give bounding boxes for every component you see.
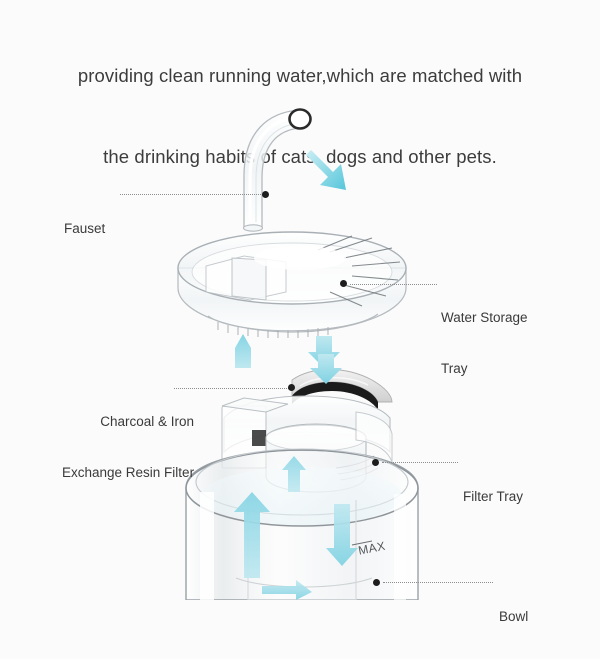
fountain-exploded-illustration xyxy=(177,108,419,600)
callout-dot-bowl xyxy=(373,579,380,586)
callout-label-water-storage-tray-line-1: Water Storage xyxy=(441,310,528,325)
fauset-opening xyxy=(288,108,312,130)
callout-leader-charcoal-filter xyxy=(174,388,289,390)
charcoal-filter-part xyxy=(291,369,393,410)
callout-leader-filter-tray xyxy=(382,462,458,464)
callout-dot-filter-tray xyxy=(372,459,379,466)
caption-line-2: the drinking habits of cats, dogs and ot… xyxy=(103,146,497,167)
callout-label-filter-tray-line-1: Filter Tray xyxy=(463,489,524,504)
callout-label-bowl-line-1: Bowl xyxy=(499,609,529,624)
caption-line-1: providing clean running water,which are … xyxy=(77,65,523,86)
callout-label-filter-tray: Filter Tray xyxy=(463,454,523,539)
faucet-out-arrow-icon xyxy=(306,150,346,190)
bowl-part xyxy=(185,448,419,600)
bowl-up-arrow-icon xyxy=(234,492,270,578)
callout-label-charcoal-filter-line-1: Charcoal & Iron xyxy=(100,414,195,429)
filter-down-arrow-icon xyxy=(310,354,342,384)
page-caption: providing clean running water,which are … xyxy=(0,8,600,224)
callout-dot-water-storage-tray xyxy=(340,280,347,287)
callout-leader-bowl xyxy=(383,582,493,584)
callout-label-fauset: Fauset xyxy=(64,186,105,271)
callout-label-fauset-line-1: Fauset xyxy=(64,221,106,236)
pump-up-arrow-icon xyxy=(282,456,306,492)
callout-label-water-storage-tray: Water Storage Tray xyxy=(441,275,528,411)
callout-leader-water-storage-tray xyxy=(350,284,437,286)
callout-label-water-storage-tray-line-2: Tray xyxy=(441,361,468,376)
diagram-canvas: providing clean running water,which are … xyxy=(0,8,600,624)
callout-label-charcoal-filter-line-2: Exchange Resin Filter xyxy=(62,465,195,480)
bowl-bottom-arrow-icon xyxy=(262,580,312,600)
callout-leader-fauset xyxy=(120,194,263,196)
callout-label-bowl: Bowl xyxy=(499,574,528,659)
tray-inlet-arrow-left-icon xyxy=(235,334,251,368)
bowl-down-arrow-icon xyxy=(326,504,358,566)
callout-dot-fauset xyxy=(262,191,269,198)
callout-dot-charcoal-filter xyxy=(288,384,295,391)
fauset-part xyxy=(242,108,312,232)
callout-label-charcoal-filter: Charcoal & Iron Exchange Resin Filter xyxy=(62,379,194,515)
